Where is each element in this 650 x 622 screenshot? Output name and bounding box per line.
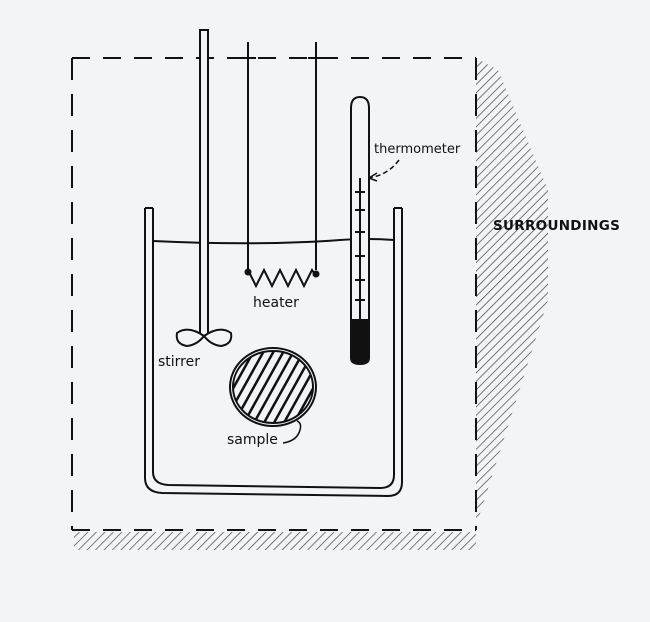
stirrer: [175, 29, 233, 348]
beaker: [144, 207, 403, 498]
heater-label: heater: [253, 295, 299, 311]
sample-label: sample: [227, 432, 278, 448]
surroundings-hatch-right: [476, 58, 548, 526]
thermometer: [350, 95, 370, 366]
system-boundary: [71, 57, 477, 531]
sample-leader: [282, 420, 302, 444]
heater: [240, 42, 324, 289]
stirrer-label: stirrer: [158, 354, 200, 370]
surroundings-label: SURROUNDINGS: [493, 218, 621, 234]
thermometer-label: thermometer: [374, 142, 461, 157]
surroundings-hatch-bottom: [74, 532, 476, 550]
sample: [229, 347, 317, 427]
thermometer-leader: [368, 159, 400, 179]
